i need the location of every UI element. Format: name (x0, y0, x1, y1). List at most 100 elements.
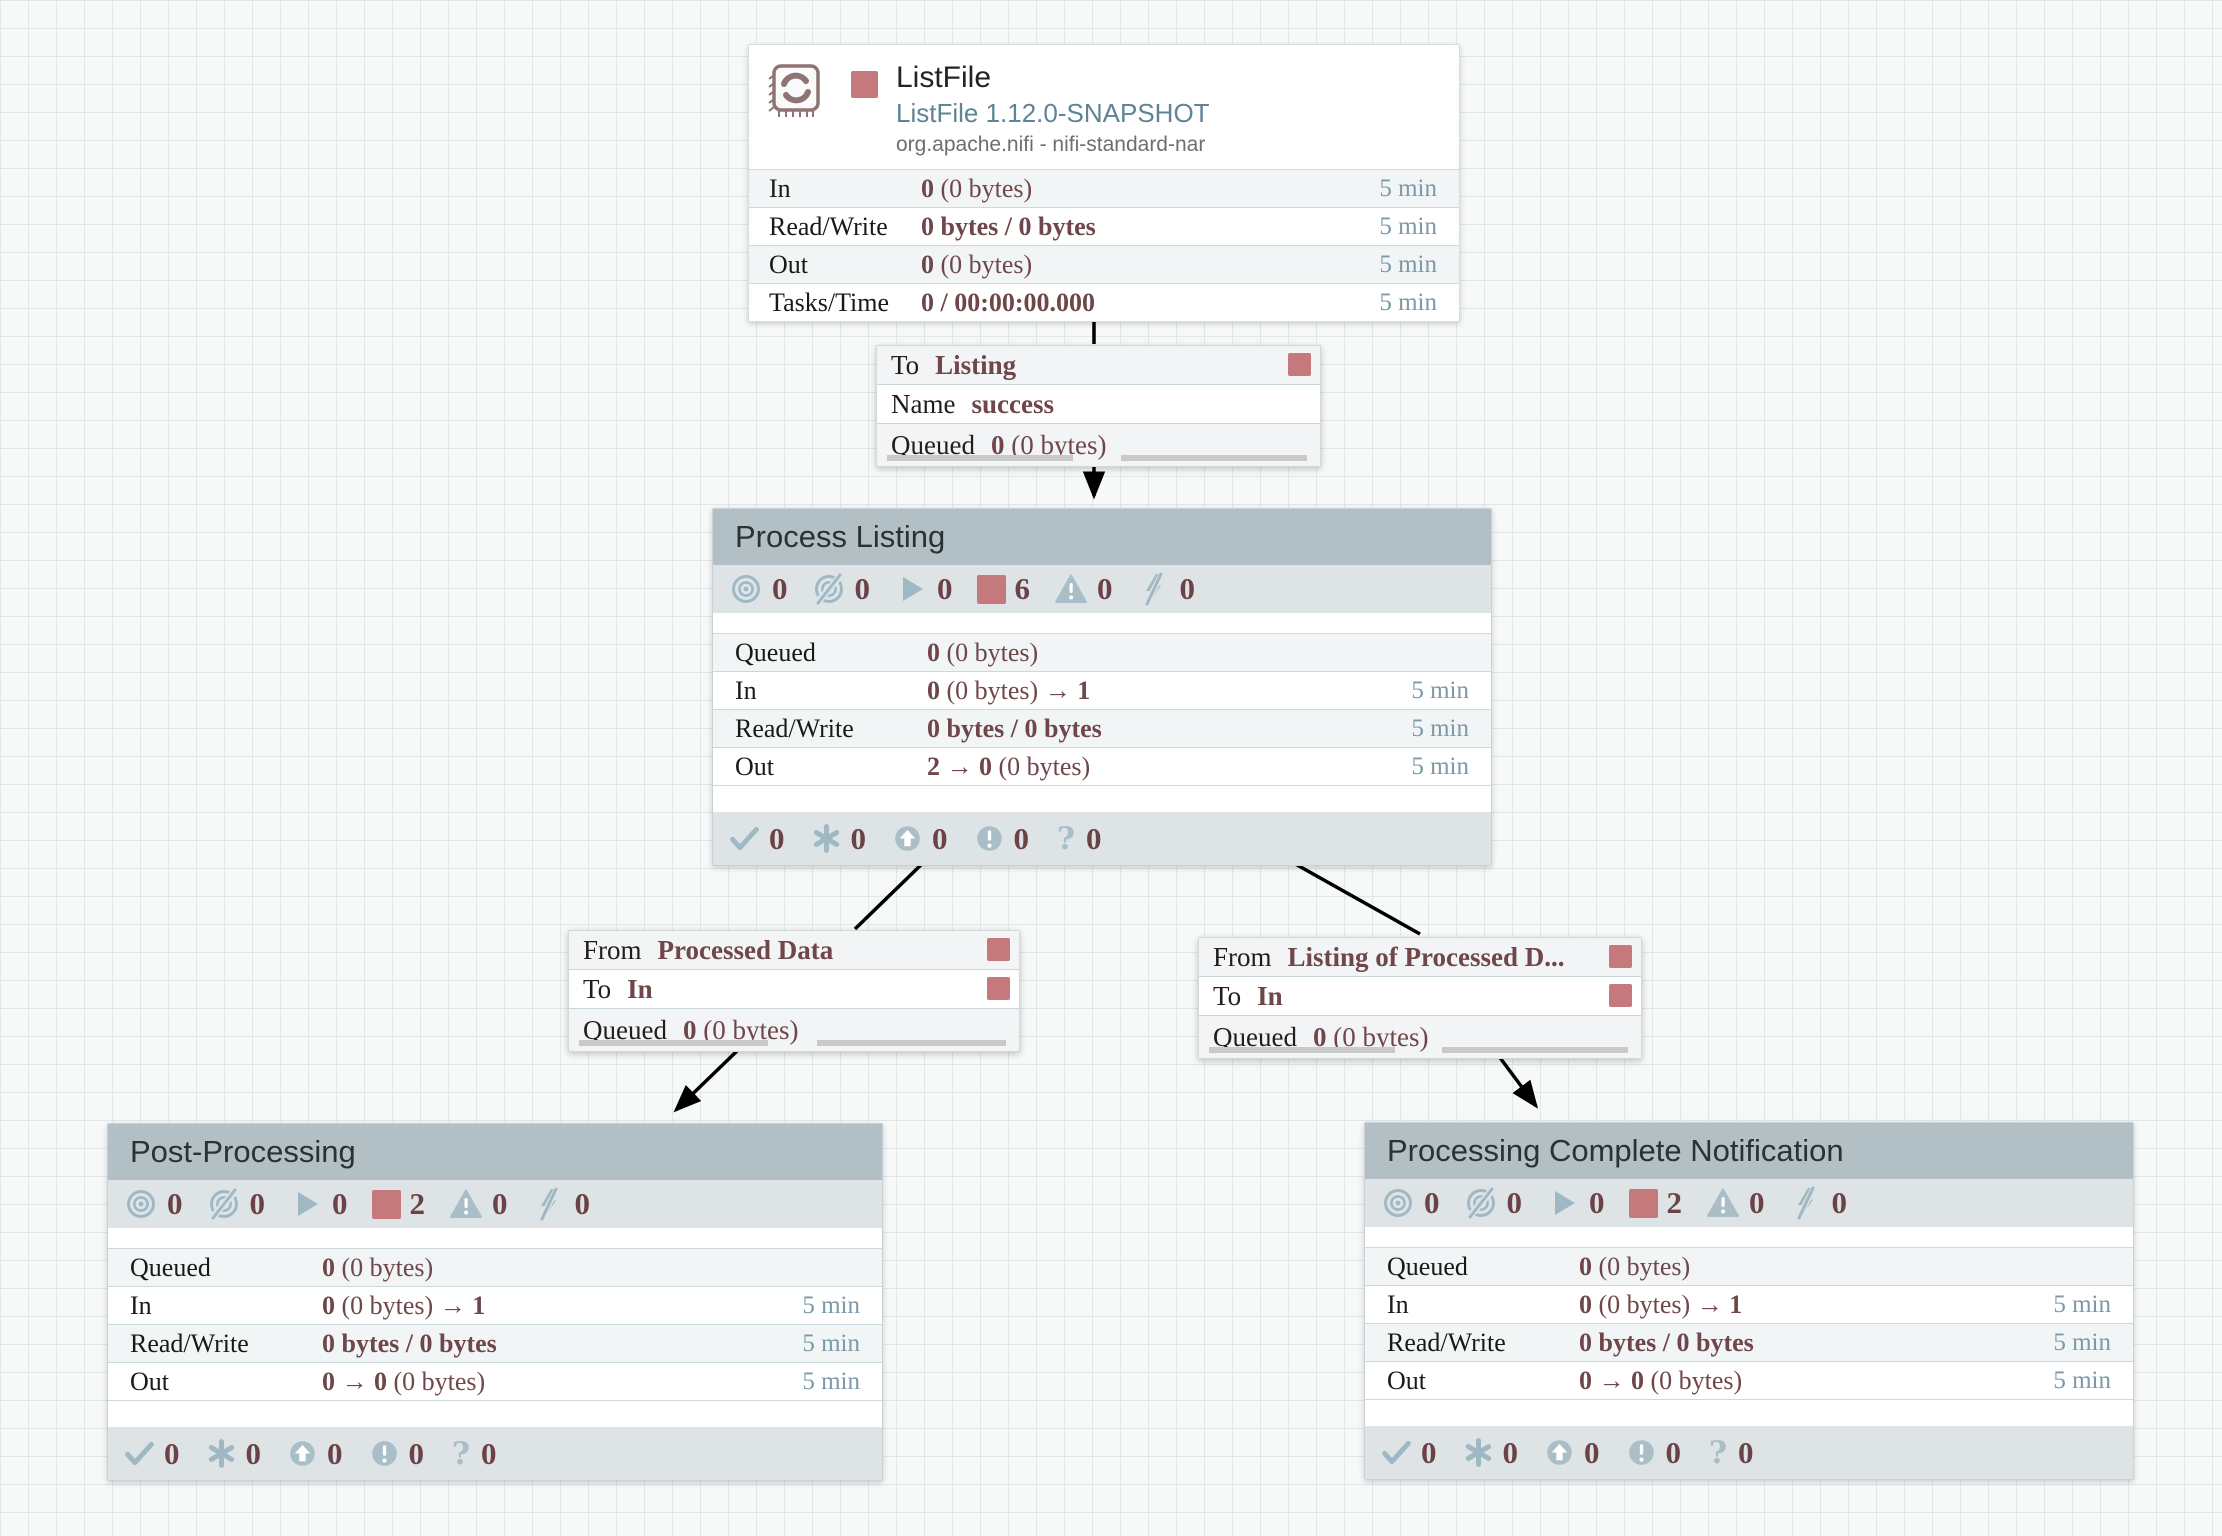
connection-to-row: To In (569, 969, 1019, 1008)
stopped-square-icon (987, 938, 1010, 961)
stopped-count: 2 (1666, 1185, 1683, 1220)
stat-label: In (735, 675, 757, 705)
stopped-square-icon (1628, 1188, 1658, 1218)
up-to-date-count: 0 (769, 820, 785, 856)
group-stat-row-in: In 0 (0 bytes) → 1 5 min (1365, 1285, 2133, 1323)
stat-value: 0 (0 bytes) (1579, 1251, 1691, 1281)
process-group-header[interactable]: Post-Processing (108, 1124, 882, 1180)
group-stat-row-in: In 0 (0 bytes) → 1 5 min (713, 671, 1491, 709)
process-group-header[interactable]: Process Listing (713, 509, 1491, 565)
group-stat-row-queued: Queued 0 (0 bytes) (713, 633, 1491, 671)
process-group-title: Post-Processing (130, 1134, 356, 1169)
stale-count: 0 (327, 1435, 343, 1471)
processor-version: ListFile 1.12.0-SNAPSHOT (896, 98, 1210, 128)
transmitting-count: 0 (167, 1186, 183, 1221)
stat-value: 0 (0 bytes) (322, 1252, 434, 1282)
process-group-processing-complete-notification[interactable]: Processing Complete Notification 0 0 0 2… (1364, 1122, 2134, 1480)
stat-value: 0 → 0 (0 bytes) (1579, 1365, 1743, 1395)
stat-label: In (1387, 1289, 1409, 1319)
not-transmitting-count: 0 (854, 571, 871, 606)
stopped-square-icon (1609, 945, 1632, 968)
locally-modified-asterisk-icon (1463, 1437, 1494, 1468)
connection-line[interactable] (853, 859, 927, 931)
connection-row-label: To (583, 973, 612, 1004)
sync-failure-count: 0 (1086, 820, 1102, 856)
stopped-square-icon (371, 1189, 401, 1219)
process-group-status-bar: 0 0 0 2 0 0 (108, 1180, 882, 1228)
invalid-count: 0 (1749, 1185, 1765, 1220)
process-group-post-processing[interactable]: Post-Processing 0 0 0 2 0 0 Queued 0 (0 … (107, 1123, 883, 1481)
connection-queued-row: Queued 0 (0 bytes) (1199, 1015, 1641, 1058)
connection-from-row: From Processed Data (569, 931, 1019, 969)
stale-count: 0 (932, 820, 948, 856)
group-stat-row-out: Out 0 → 0 (0 bytes) 5 min (1365, 1361, 2133, 1399)
stat-label: Queued (130, 1252, 211, 1282)
connection-line-arrow[interactable] (673, 1049, 739, 1113)
sync-failure-question-icon: ? (1056, 820, 1076, 857)
group-stat-row-in: In 0 (0 bytes) → 1 5 min (108, 1286, 882, 1324)
queue-size-bar (1120, 455, 1307, 461)
transmitting-count: 0 (1424, 1185, 1440, 1220)
processor-listfile[interactable]: ListFile ListFile 1.12.0-SNAPSHOT org.ap… (748, 44, 1460, 322)
stat-value: 0 / 00:00:00.000 (921, 287, 1096, 317)
not-transmitting-icon (812, 572, 846, 606)
connection-label-processed-data[interactable]: From Processed Data To In Queued 0 (0 by… (568, 930, 1020, 1052)
group-stat-row-readwrite: Read/Write 0 bytes / 0 bytes 5 min (108, 1324, 882, 1362)
stat-value: 0 bytes / 0 bytes (921, 211, 1096, 241)
stat-value: 0 (0 bytes) → 1 (322, 1290, 486, 1320)
stopped-square-icon (851, 71, 878, 98)
connection-row-label: To (1213, 980, 1242, 1011)
connection-row-label: Queued (1213, 1021, 1297, 1052)
connection-row-value: In (1257, 980, 1283, 1011)
connection-label-listing-of-processed-data[interactable]: From Listing of Processed D... To In Que… (1198, 937, 1642, 1059)
stat-window: 5 min (1379, 174, 1437, 202)
group-stat-row-out: Out 2 → 0 (0 bytes) 5 min (713, 747, 1491, 785)
transmitting-bullseye-icon (1381, 1186, 1415, 1220)
sync-failure-question-icon: ? (1708, 1434, 1728, 1471)
stat-window: 5 min (1379, 250, 1437, 278)
stat-window: 5 min (802, 1291, 860, 1319)
queue-size-bar (816, 1040, 1006, 1046)
group-stat-row-readwrite: Read/Write 0 bytes / 0 bytes 5 min (713, 709, 1491, 747)
disabled-bolt-icon (1137, 572, 1171, 606)
stat-value: 0 (0 bytes) → 1 (927, 675, 1091, 705)
connection-row-value: Listing (935, 349, 1017, 380)
stat-window: 5 min (2053, 1328, 2111, 1356)
process-group-header[interactable]: Processing Complete Notification (1365, 1123, 2133, 1179)
up-to-date-count: 0 (1421, 1434, 1437, 1470)
group-stat-row-readwrite: Read/Write 0 bytes / 0 bytes 5 min (1365, 1323, 2133, 1361)
stat-label: Read/Write (735, 713, 854, 743)
connection-row-label: Queued (583, 1014, 667, 1045)
stopped-square-icon (1609, 984, 1632, 1007)
transmitting-bullseye-icon (124, 1187, 158, 1221)
process-group-process-listing[interactable]: Process Listing 0 0 0 6 0 0 Queued 0 (0 … (712, 508, 1492, 866)
processor-stat-row-tasks: Tasks/Time 0 / 00:00:00.000 5 min (749, 283, 1459, 321)
sync-failure-count: 0 (1738, 1434, 1754, 1470)
locally-modified-stale-exclamation-icon (1626, 1437, 1657, 1468)
process-group-version-bar: 0 0 0 0 ?0 (108, 1427, 882, 1480)
disabled-bolt-icon (532, 1187, 566, 1221)
stat-value: 0 bytes / 0 bytes (322, 1328, 497, 1358)
stat-value: 0 (0 bytes) (927, 637, 1039, 667)
stale-up-arrow-icon (892, 823, 923, 854)
invalid-warning-icon (449, 1187, 483, 1221)
connection-queued-count: 0 (1312, 1021, 1327, 1052)
connection-queued-count: 0 (990, 429, 1005, 460)
connection-line[interactable] (1289, 859, 1421, 936)
queue-count-bar (579, 1040, 768, 1046)
stopped-square-icon (1288, 353, 1311, 376)
stopped-square-icon (976, 574, 1006, 604)
stat-label: Read/Write (769, 211, 888, 241)
connection-line-arrow[interactable] (1493, 1049, 1539, 1109)
connection-label-success[interactable]: To Listing Name success Queued 0 (0 byte… (876, 345, 1321, 467)
locally-modified-count: 0 (1502, 1434, 1519, 1470)
connection-queued-row: Queued 0 (0 bytes) (569, 1008, 1019, 1051)
stat-window: 5 min (802, 1329, 860, 1357)
stat-window: 5 min (2053, 1290, 2111, 1318)
up-to-date-check-icon (1381, 1437, 1412, 1468)
processor-stat-row-in: In 0 (0 bytes) 5 min (749, 169, 1459, 207)
process-group-version-bar: 0 0 0 0 ?0 (1365, 1426, 2133, 1479)
stat-window: 5 min (2053, 1366, 2111, 1394)
